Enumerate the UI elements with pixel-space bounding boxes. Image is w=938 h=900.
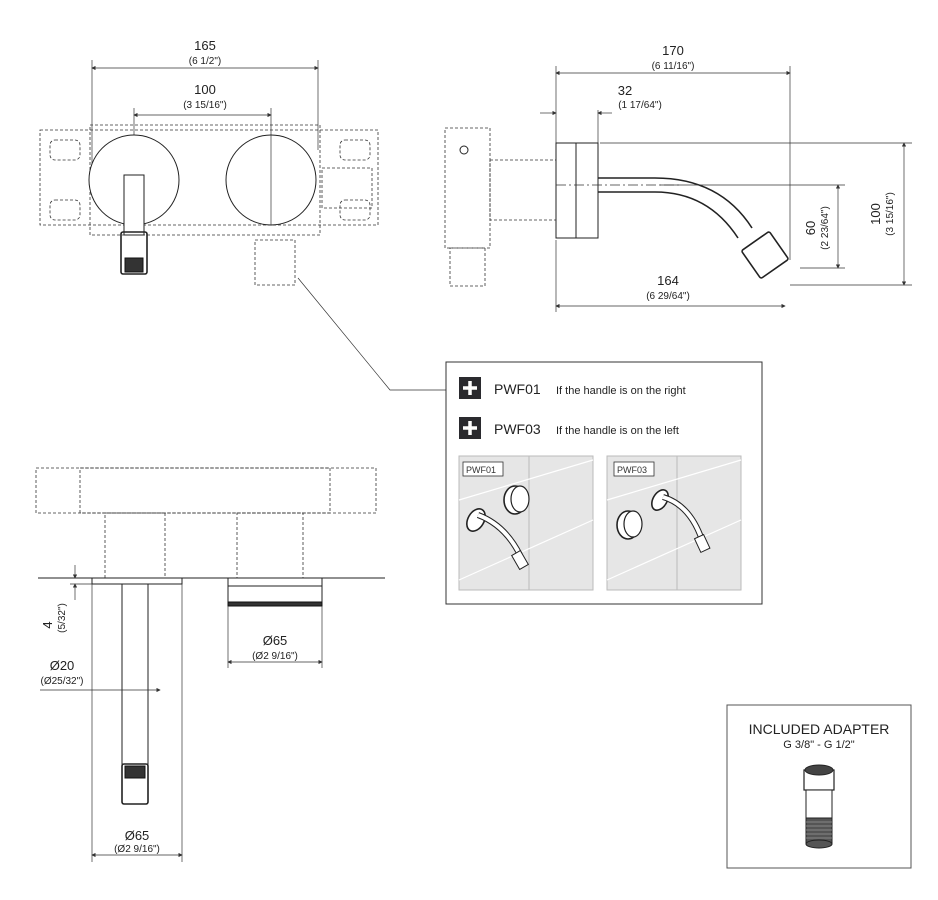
option-description: If the handle is on the left xyxy=(556,425,679,437)
dim-spout-diameter-mm: Ø20 xyxy=(50,658,75,673)
option-pwf03: PWF03 If the handle is on the left xyxy=(459,417,679,439)
option-pwf01: PWF01 If the handle is on the right xyxy=(459,377,686,399)
adapter-subtitle: G 3/8" - G 1/2" xyxy=(783,739,854,751)
option-description: If the handle is on the right xyxy=(556,385,686,397)
adapter-illustration xyxy=(803,764,835,849)
dim-outlet-drop-inch: (2 23/64") xyxy=(820,206,831,250)
dim-plate-thickness-inch: (1 17/64") xyxy=(618,100,662,111)
dim-center-distance-inch: (3 15/16") xyxy=(183,100,227,111)
dim-spout-reach-mm: 164 xyxy=(657,273,679,288)
dim-handle-diameter-mm: Ø65 xyxy=(125,828,150,843)
preview-pwf03: PWF03 xyxy=(606,455,742,591)
dim-wall-gap-mm: 4 xyxy=(40,621,55,628)
dim-plate-diameter-mm: Ø65 xyxy=(263,633,288,648)
preview-tag: PWF03 xyxy=(617,465,647,475)
dim-height-total-mm: 100 xyxy=(868,203,883,225)
dim-depth-total-mm: 170 xyxy=(662,43,684,58)
dim-depth-total-inch: (6 11/16") xyxy=(652,61,695,72)
bottom-view: 4 (5/32") Ø20 (Ø25/32") Ø65 (Ø2 9/16") Ø… xyxy=(35,467,385,862)
dim-outlet-drop-mm: 60 xyxy=(803,221,818,235)
side-view: 170 (6 11/16") 32 (1 17/64") 100 (3 15/1… xyxy=(444,43,912,312)
leader-line xyxy=(297,277,446,391)
preview-tag: PWF01 xyxy=(466,465,496,475)
dim-spout-reach-inch: (6 29/64") xyxy=(646,291,690,302)
dim-spout-diameter-inch: (Ø25/32") xyxy=(40,676,83,687)
dim-plate-thickness-mm: 32 xyxy=(618,83,632,98)
option-code: PWF03 xyxy=(494,421,541,437)
adapter-box: INCLUDED ADAPTER G 3/8" - G 1/2" xyxy=(726,704,912,869)
dim-center-distance-mm: 100 xyxy=(194,82,216,97)
options-box: PWF01 If the handle is on the right PWF0… xyxy=(445,361,763,605)
adapter-title: INCLUDED ADAPTER xyxy=(749,721,890,737)
dim-wall-gap-inch: (5/32") xyxy=(57,603,68,633)
preview-pwf01: PWF01 xyxy=(458,455,594,591)
front-view: 165 (6 1/2") 100 (3 15/16") xyxy=(39,38,379,286)
dim-handle-diameter-inch: (Ø2 9/16") xyxy=(114,844,160,855)
option-code: PWF01 xyxy=(494,381,541,397)
dim-plate-diameter-inch: (Ø2 9/16") xyxy=(252,651,298,662)
dim-height-total-inch: (3 15/16") xyxy=(885,192,896,236)
dim-width-total-mm: 165 xyxy=(194,38,216,53)
dim-width-total-inch: (6 1/2") xyxy=(189,56,221,67)
